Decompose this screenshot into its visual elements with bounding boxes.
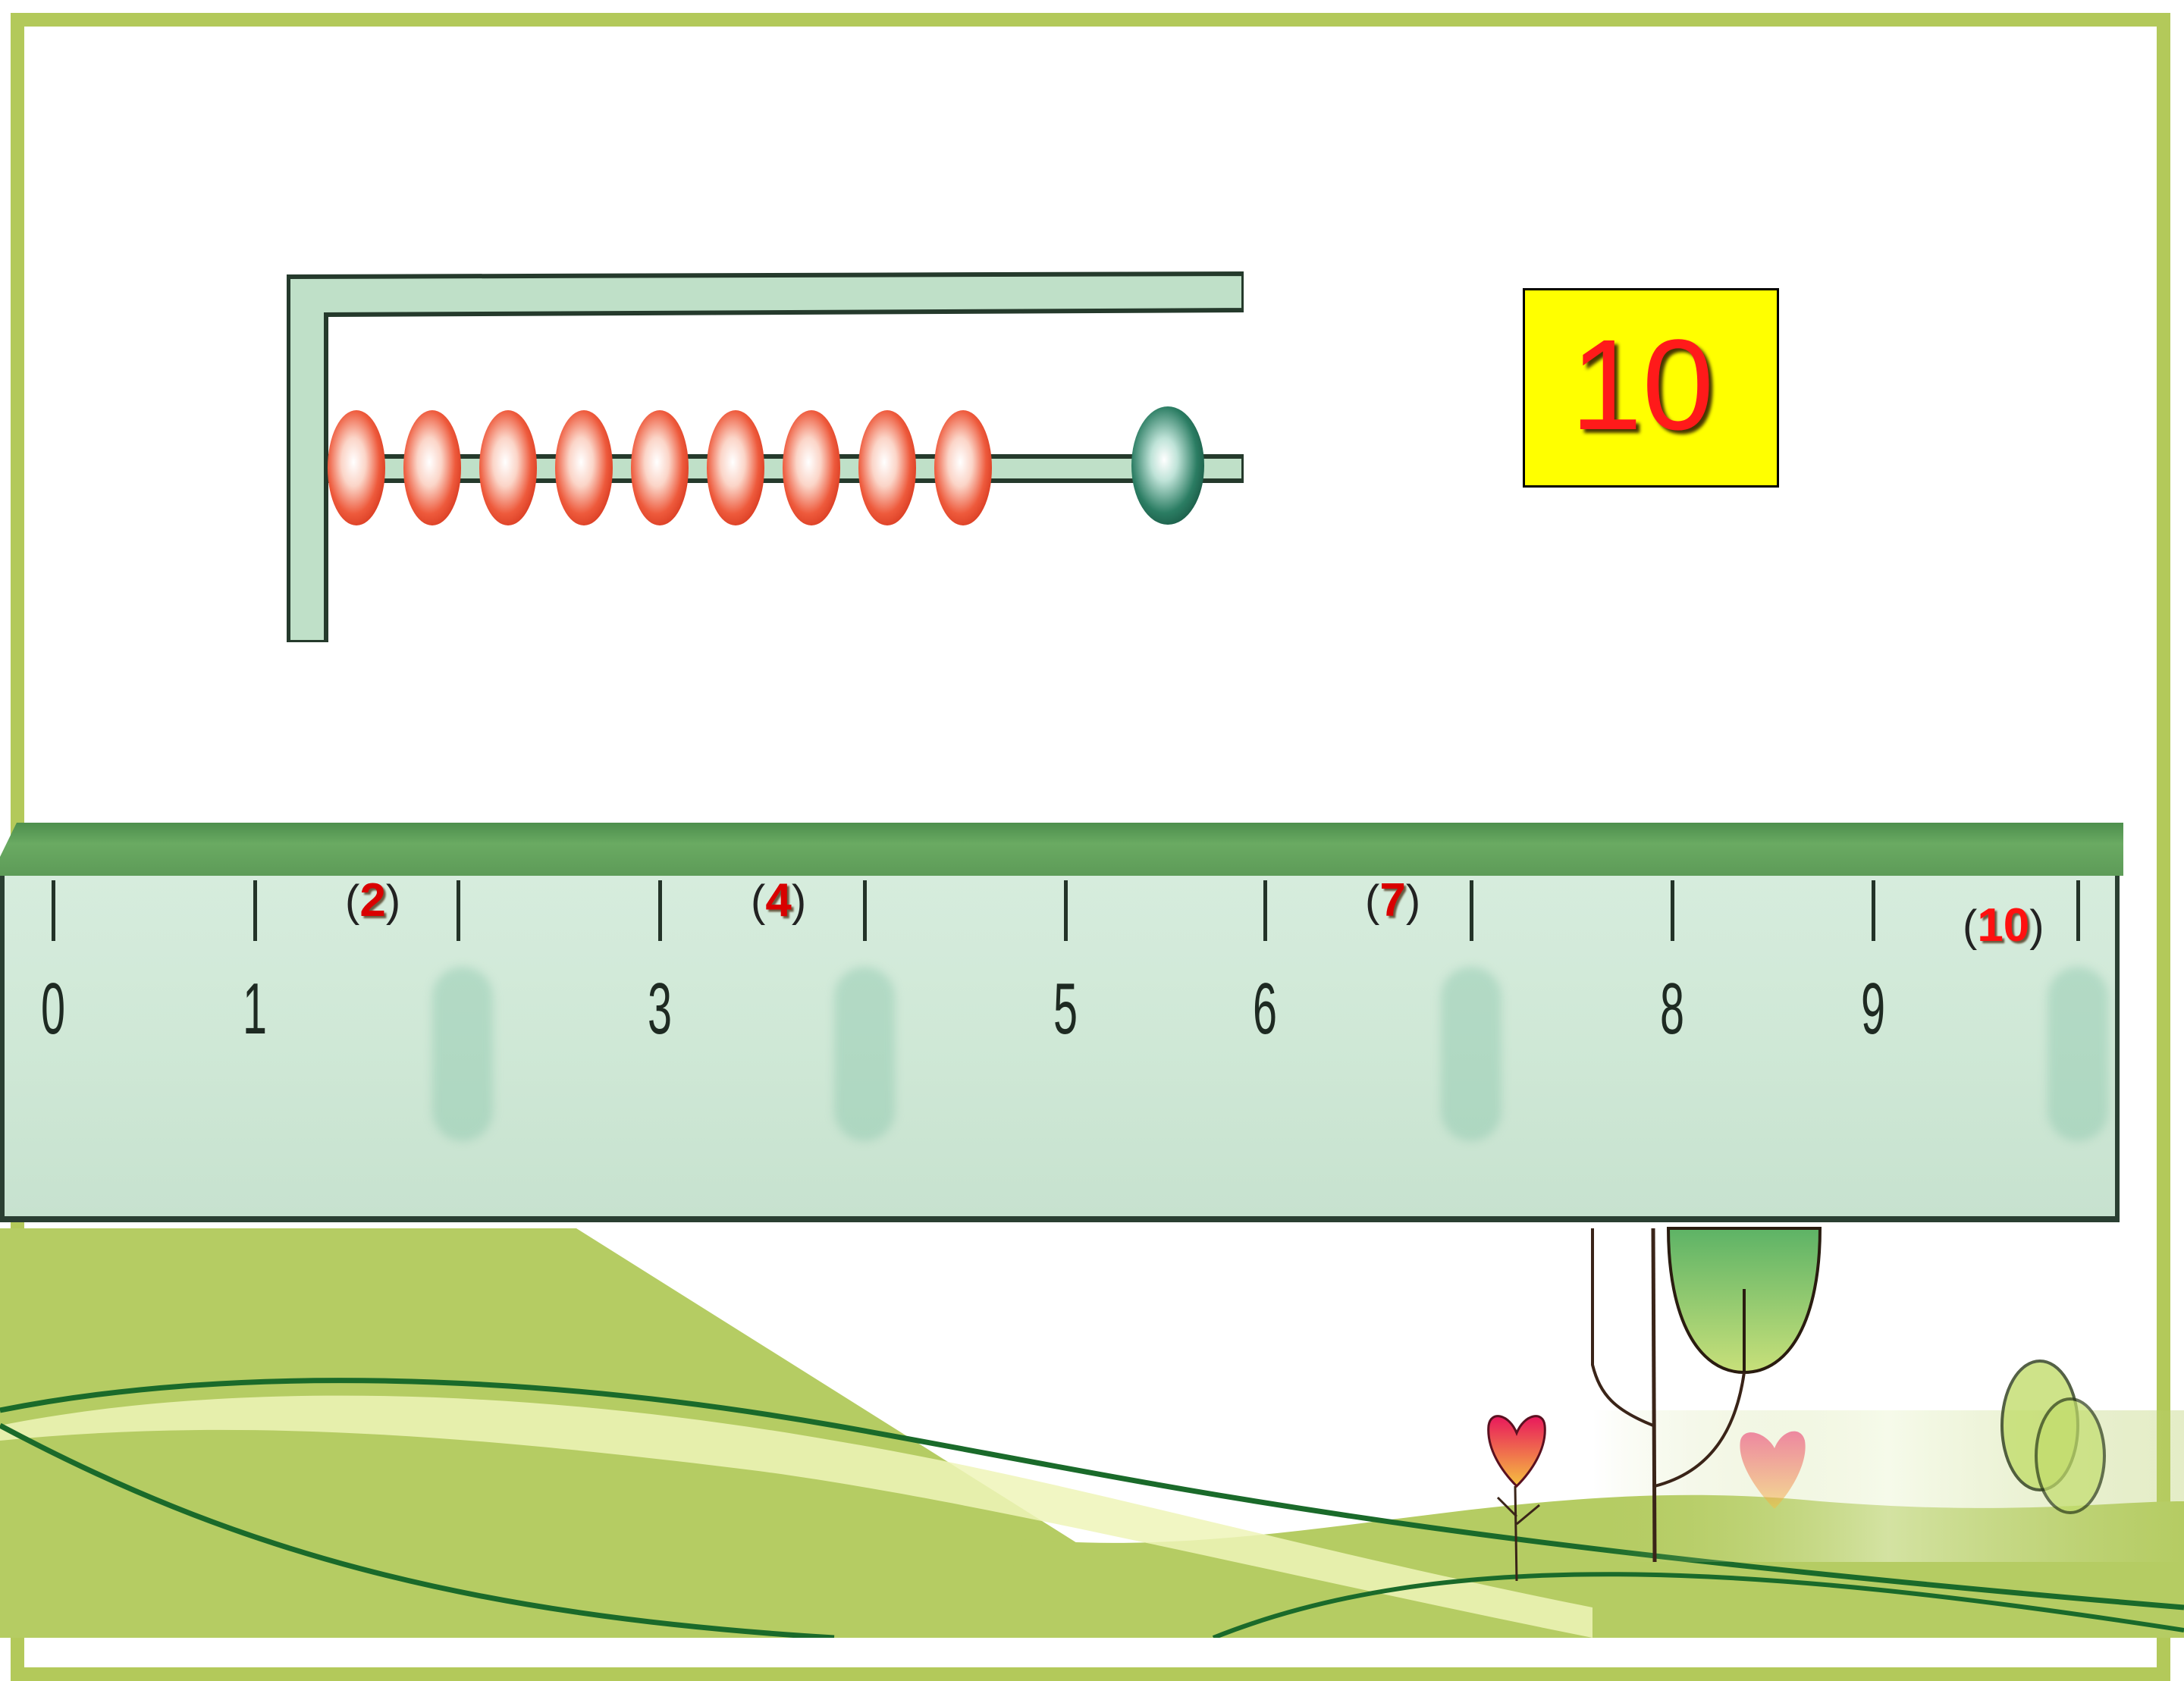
tick-2	[457, 880, 460, 941]
ruler-answer-10: (10)	[1963, 899, 2044, 952]
tick-0	[52, 880, 55, 941]
ruler-number-8: 8	[1659, 968, 1685, 1049]
erased-number-10	[2048, 967, 2108, 1141]
ruler-number-0: 0	[40, 968, 66, 1049]
ruler-top-edge	[0, 823, 2123, 876]
ruler-number-9: 9	[1860, 968, 1886, 1049]
tick-3	[658, 880, 662, 941]
ruler-number-3: 3	[647, 968, 673, 1049]
ruler-answer-7: (7)	[1365, 874, 1421, 927]
ruler-face	[0, 876, 2120, 1222]
erased-number-4	[834, 967, 895, 1141]
tick-10	[2076, 880, 2080, 941]
ruler-answer-2: (2)	[345, 874, 401, 927]
tick-5	[1064, 880, 1068, 941]
tick-6	[1263, 880, 1267, 941]
decorative-meadow	[0, 1183, 2184, 1638]
answer-box: 10	[1523, 288, 1779, 488]
ruler-number-1: 1	[242, 968, 268, 1049]
number-ruler: 0 1 3 5 6 8 9 (2) (4) (7) (10)	[0, 823, 2123, 1232]
tick-1	[253, 880, 257, 941]
ruler-answer-4: (4)	[751, 874, 807, 927]
erased-number-2	[432, 967, 493, 1141]
ruler-number-5: 5	[1053, 968, 1078, 1049]
ruler-number-6: 6	[1252, 968, 1278, 1049]
abacus-illustration	[287, 269, 1244, 642]
erased-number-7	[1441, 967, 1502, 1141]
tick-9	[1872, 880, 1875, 941]
tick-4	[863, 880, 867, 941]
tick-7	[1470, 880, 1473, 941]
answer-value: 10	[1571, 313, 1715, 457]
red-beads	[328, 410, 992, 525]
tick-8	[1671, 880, 1674, 941]
